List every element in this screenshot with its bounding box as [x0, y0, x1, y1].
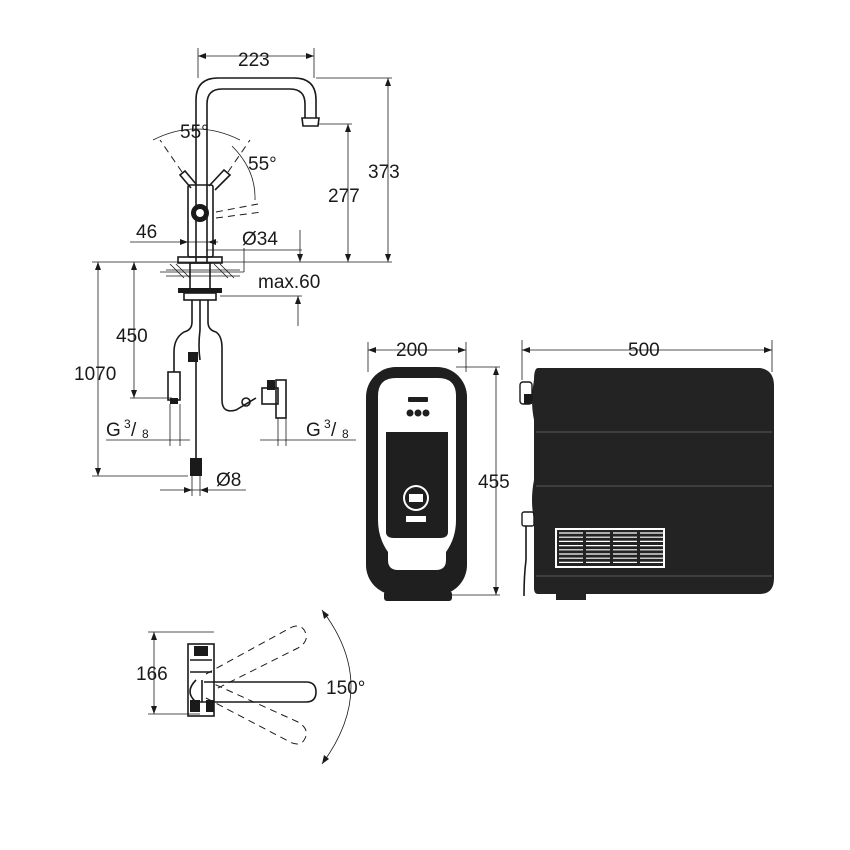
- faucet-top-view: [148, 609, 352, 765]
- boiler-side-view: [519, 340, 774, 600]
- faucet-lever: [208, 168, 232, 191]
- spout-top: [189, 679, 317, 703]
- dim-lever-angle-left: 55°: [180, 122, 209, 143]
- faucet-spout: [195, 77, 317, 262]
- dim-boiler-height: 455: [478, 472, 510, 493]
- dim-body-offset: 46: [136, 222, 157, 243]
- dim-tube-diameter: Ø34: [242, 229, 278, 250]
- svg-text:G: G: [106, 420, 121, 441]
- dim-total-hose: 1070: [74, 364, 116, 385]
- dim-total-height: 373: [368, 162, 400, 183]
- supply-hose: [173, 300, 193, 372]
- dim-swivel-angle: 150°: [326, 678, 365, 699]
- dim-pipe-diameter: Ø8: [216, 470, 241, 491]
- svg-text:3: 3: [324, 417, 331, 431]
- filter-icon: [403, 485, 429, 522]
- svg-text:G: G: [306, 420, 321, 441]
- boiler-front-view: [366, 342, 500, 601]
- dim-lever-angle-right: 55°: [248, 154, 277, 175]
- faucet-side-view: [92, 48, 392, 496]
- svg-text:3: 3: [124, 417, 131, 431]
- dim-hose-length: 450: [116, 326, 148, 347]
- dim-spout-reach: 223: [238, 50, 270, 71]
- dim-boiler-width: 200: [396, 340, 428, 361]
- dim-thread-right: G 3 / 8: [306, 417, 349, 441]
- dim-thread-left: G 3 / 8: [106, 417, 149, 441]
- dim-spout-height: 277: [328, 186, 360, 207]
- led-dots-icon: [406, 397, 430, 417]
- dim-boiler-depth: 500: [628, 340, 660, 361]
- dim-counter-thickness: max.60: [258, 272, 320, 293]
- svg-text:8: 8: [142, 427, 149, 441]
- dim-top-view-depth: 166: [136, 664, 168, 685]
- vent-grille: [555, 528, 665, 568]
- svg-text:/: /: [331, 420, 337, 441]
- svg-text:/: /: [131, 420, 137, 441]
- svg-text:8: 8: [342, 427, 349, 441]
